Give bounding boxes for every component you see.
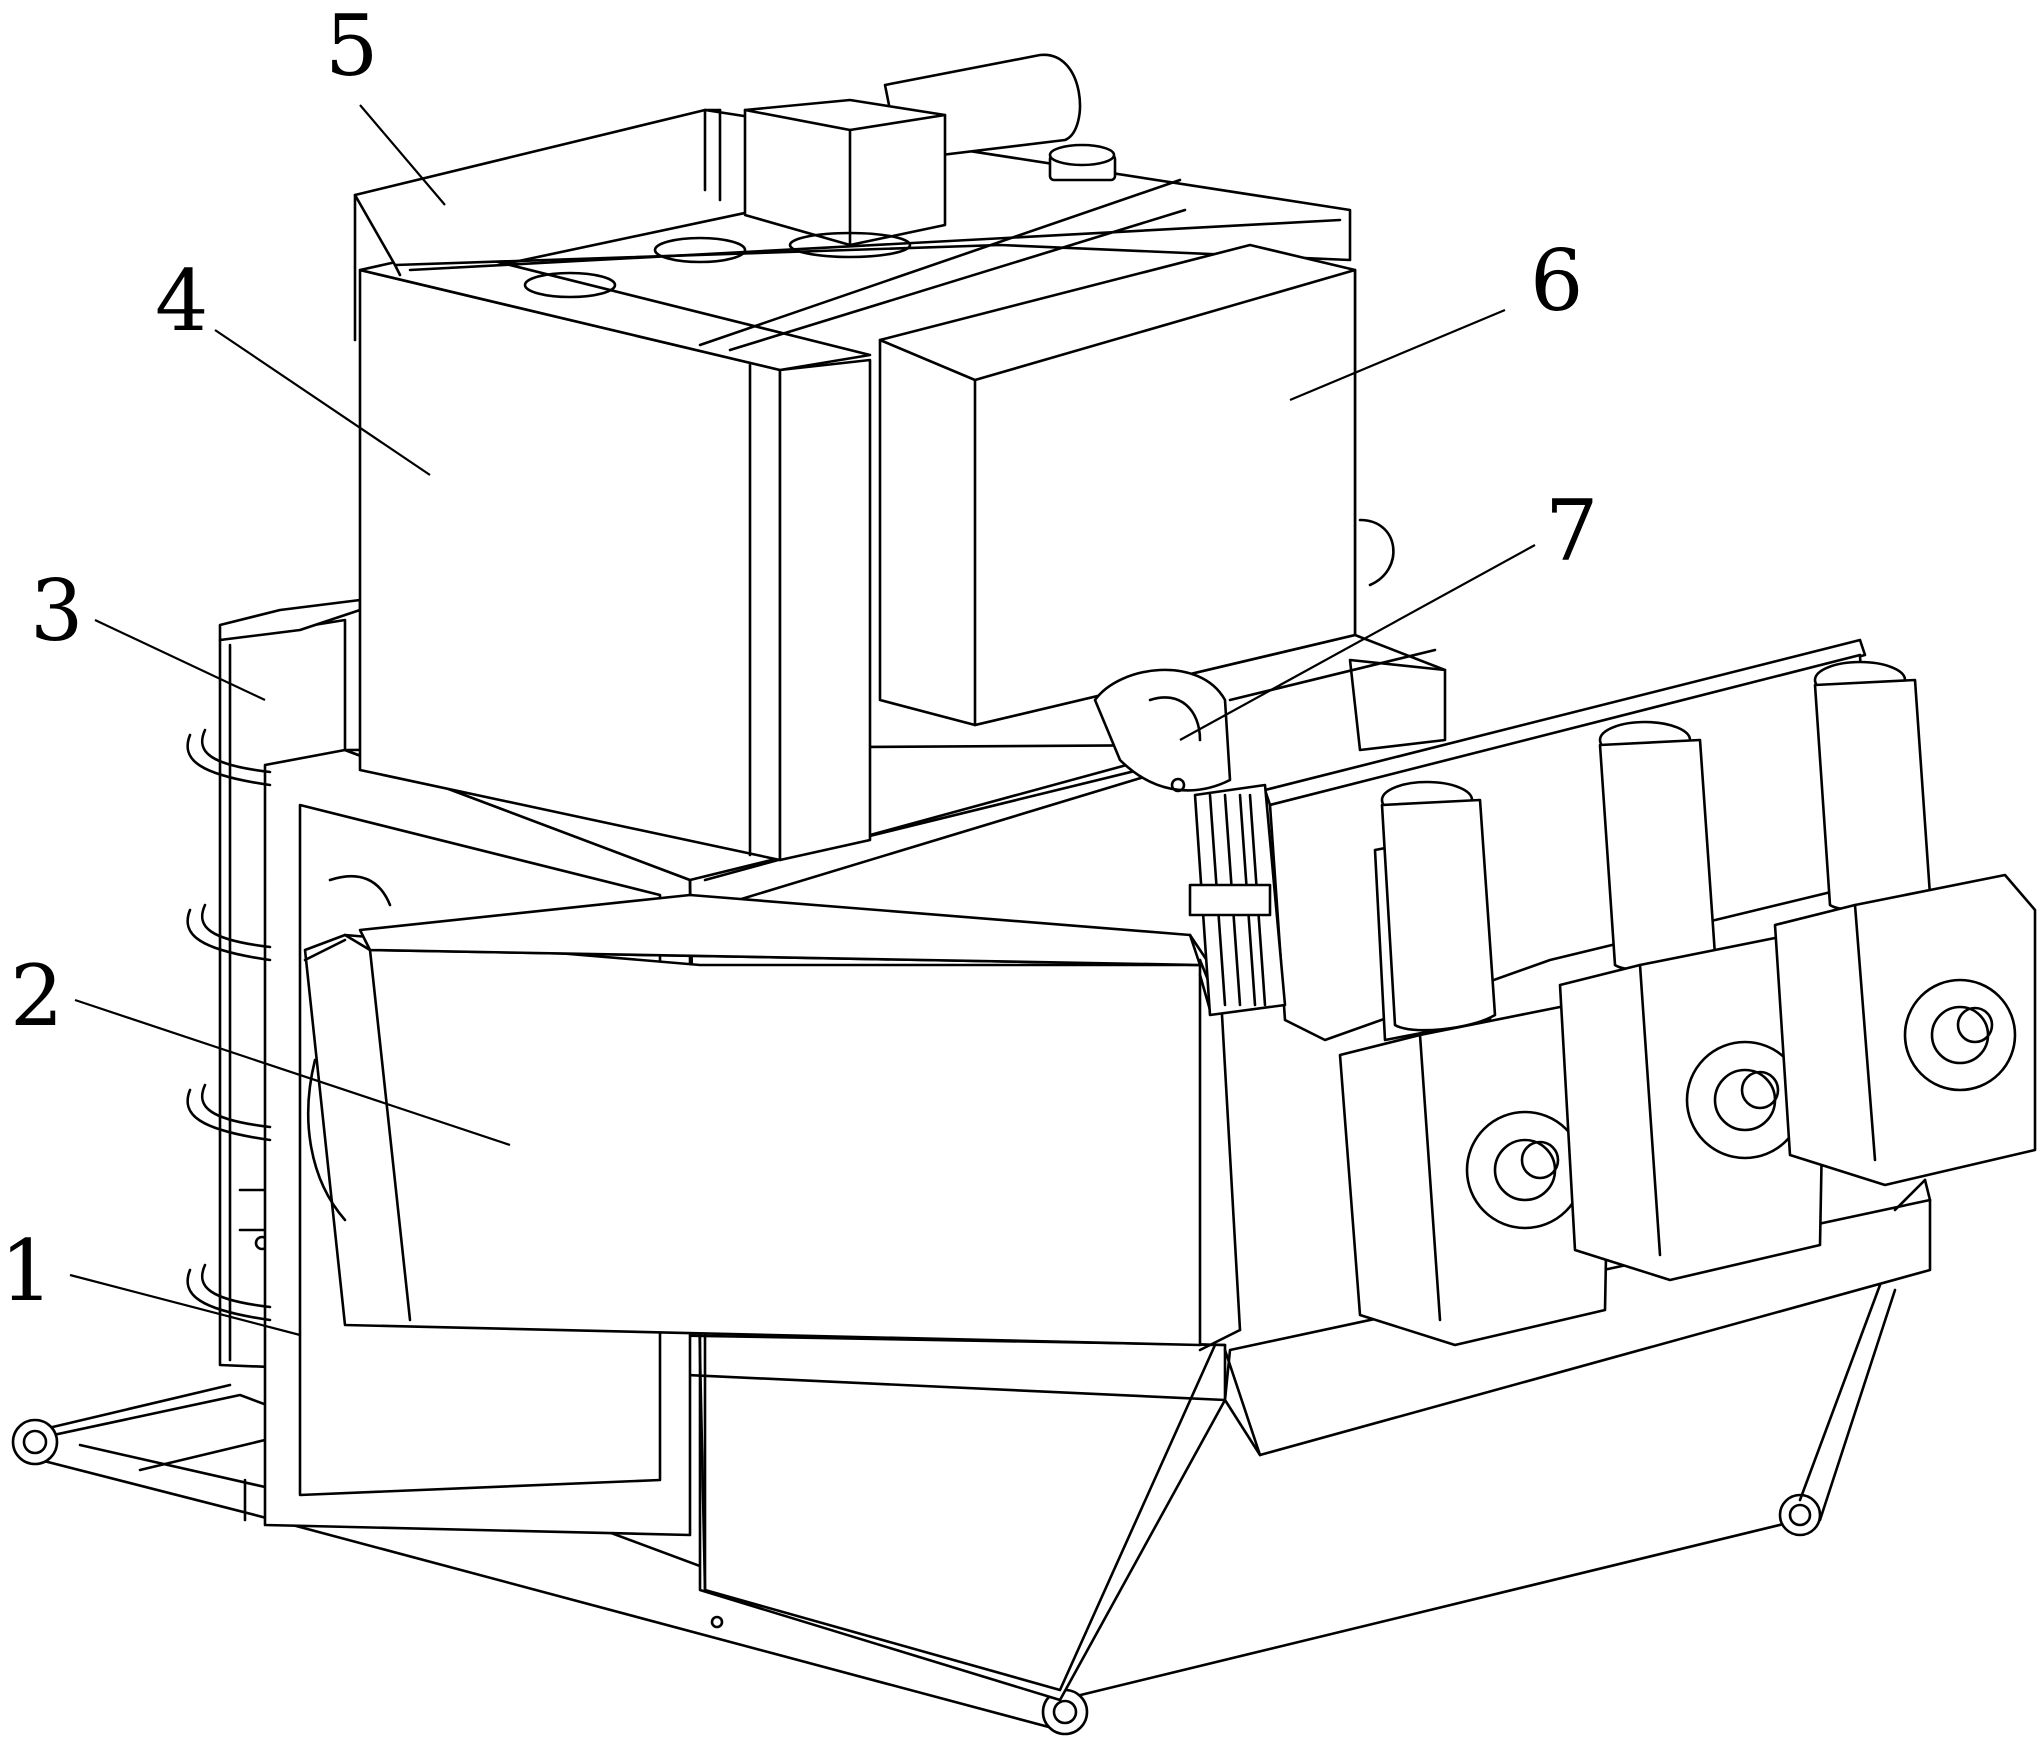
top-motor — [743, 53, 1082, 259]
callout-1: 1 — [0, 1222, 53, 1320]
callout-3: 3 — [30, 562, 83, 660]
callout-4: 4 — [155, 252, 208, 350]
leader-5 — [359, 104, 446, 206]
callout-labels: 1 2 3 4 5 6 7 — [0, 0, 1598, 1320]
pump-7 — [1093, 648, 1437, 793]
leader-3 — [94, 619, 266, 701]
leader-2 — [74, 998, 511, 1147]
gear-motor-3 — [1773, 660, 2037, 1187]
callout-6: 6 — [1530, 232, 1583, 330]
hose-set — [186, 728, 272, 1322]
leader-4 — [214, 329, 431, 476]
ring-plates — [1188, 783, 1287, 1017]
callout-2: 2 — [10, 947, 63, 1045]
tank-4 — [358, 248, 872, 862]
trough — [358, 1323, 1227, 1702]
callout-5: 5 — [325, 0, 378, 95]
right-frame — [1348, 633, 1447, 752]
tank-2 — [303, 874, 1242, 1347]
leader-6 — [1289, 308, 1506, 402]
tank-6 — [878, 243, 1395, 727]
leader-7 — [1179, 544, 1536, 741]
gear-motor-1 — [1338, 780, 1612, 1347]
leader-lines — [69, 104, 1536, 1337]
leader-1 — [69, 1273, 301, 1337]
callout-7: 7 — [1545, 482, 1598, 580]
